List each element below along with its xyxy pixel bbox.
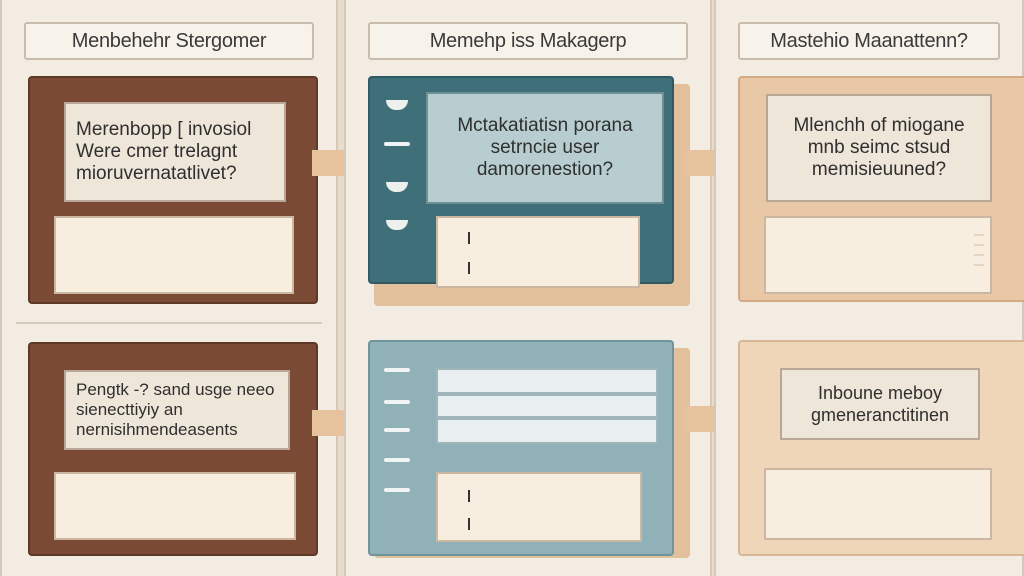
c2-list-row-2[interactable] (436, 394, 658, 418)
c1-bottom-question: Pengtk -? sand usge neeo sienecttiyiy an… (64, 370, 290, 450)
c2-bottom-card (368, 340, 674, 556)
c1-divider (16, 322, 322, 324)
c1-bottom-answer-input[interactable] (54, 472, 296, 540)
c1-top-card: Merenbopp [ invosiol Were cmer trelagnt … (28, 76, 318, 304)
c3-bottom-question: Inboune meboy gmeneranctitinen (780, 368, 980, 440)
text-cursor-icon (468, 518, 470, 530)
c2-bottom-answer-input[interactable] (436, 472, 642, 542)
text-cursor-icon (468, 490, 470, 502)
scroll-hatch (974, 244, 984, 246)
c3-bottom-card: Inboune meboy gmeneranctitinen (738, 340, 1024, 556)
list-bullet-icon (384, 488, 410, 492)
scroll-hatch (974, 264, 984, 266)
list-bullet-icon (386, 182, 408, 192)
c1-top-question: Merenbopp [ invosiol Were cmer trelagnt … (64, 102, 286, 202)
c2-list-row-1[interactable] (436, 368, 658, 394)
list-bullet-icon (384, 368, 410, 372)
text-cursor-icon (468, 262, 470, 274)
column-1-title: Menbehehr Stergomer (24, 22, 314, 60)
list-bullet-icon (386, 100, 408, 110)
scroll-hatch (974, 254, 984, 256)
c3-top-answer-input[interactable] (764, 216, 992, 294)
column-1: Menbehehr Stergomer Merenbopp [ invosiol… (0, 0, 338, 576)
c2-list-row-3[interactable] (436, 418, 658, 444)
c3-top-card: Mlenchh of miogane mnb seimc stsud memis… (738, 76, 1024, 302)
column-3: Mastehio Maanattenn? Mlenchh of miogane … (714, 0, 1024, 576)
list-bullet-icon (384, 458, 410, 462)
column-2: Memehp iss Makagerp Mctakatiatisn porana… (344, 0, 712, 576)
c1-bottom-card: Pengtk -? sand usge neeo sienecttiyiy an… (28, 342, 318, 556)
column-3-title: Mastehio Maanattenn? (738, 22, 1000, 60)
c1-top-answer-input[interactable] (54, 216, 294, 294)
list-bullet-icon (384, 400, 410, 404)
column-2-title: Memehp iss Makagerp (368, 22, 688, 60)
c3-bottom-answer-input[interactable] (764, 468, 992, 540)
c2-top-answer-input[interactable] (436, 216, 640, 288)
text-cursor-icon (468, 232, 470, 244)
c2-top-card: Mctakatiatisn porana setrncie user damor… (368, 76, 674, 288)
c3-top-question: Mlenchh of miogane mnb seimc stsud memis… (766, 94, 992, 202)
list-bullet-icon (386, 220, 408, 230)
scroll-hatch (974, 234, 984, 236)
list-bullet-icon (384, 428, 410, 432)
list-bullet-icon (384, 142, 410, 146)
c2-top-question: Mctakatiatisn porana setrncie user damor… (426, 92, 664, 204)
